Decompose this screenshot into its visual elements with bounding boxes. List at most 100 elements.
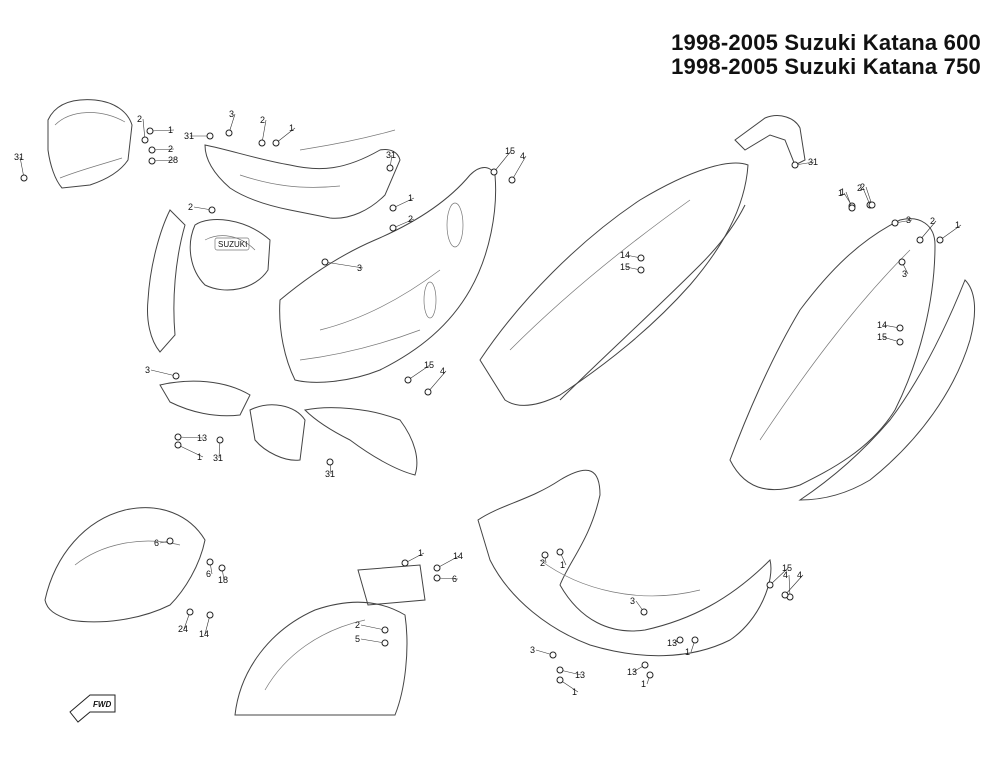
diagram-title-line-1: 1998-2005 Suzuki Katana 600 <box>671 30 981 55</box>
fastener <box>174 441 182 449</box>
callout-number: 13 <box>575 670 585 680</box>
fastener <box>916 236 924 244</box>
callout-number: 31 <box>213 453 223 463</box>
callout-number: 14 <box>199 629 209 639</box>
callout-number: 13 <box>197 433 207 443</box>
fastener <box>258 139 266 147</box>
fwd-label: FWD <box>93 700 111 709</box>
fastener <box>146 127 154 135</box>
fastener <box>424 388 432 396</box>
leader-line <box>784 574 804 596</box>
fastener <box>186 608 194 616</box>
fastener <box>206 132 214 140</box>
leader-line <box>150 369 177 377</box>
fastener <box>326 458 334 466</box>
callout-number: 1 <box>168 125 173 135</box>
callout-number: 15 <box>877 332 887 342</box>
callout-number: 1 <box>572 687 577 697</box>
windscreen <box>47 99 133 189</box>
fastener <box>433 574 441 582</box>
callout-number: 31 <box>184 131 194 141</box>
fwd-arrow: FWD <box>69 694 116 723</box>
leader-line <box>436 577 459 580</box>
callout-number: 15 <box>782 563 792 573</box>
callout-number: 4 <box>797 570 802 580</box>
callout-number: 5 <box>355 634 360 644</box>
side-cowl-left <box>147 209 271 353</box>
fastener <box>206 558 214 566</box>
fastener <box>848 204 856 212</box>
callout-number: 2 <box>188 202 193 212</box>
callout-number: 1 <box>418 548 423 558</box>
fastener <box>225 129 233 137</box>
callout-number: 3 <box>906 215 911 225</box>
leader-line <box>19 156 25 179</box>
callout-number: 3 <box>229 109 234 119</box>
fastener <box>381 639 389 647</box>
fastener <box>936 236 944 244</box>
leader-line <box>360 638 386 644</box>
main-side-fairing <box>279 167 497 383</box>
callout-number: 2 <box>408 214 413 224</box>
leader-line <box>151 148 175 151</box>
callout-number: 1 <box>408 193 413 203</box>
callout-number: 2 <box>860 182 865 192</box>
leader-line <box>559 679 579 693</box>
fastener <box>401 559 409 567</box>
callout-number: 6 <box>206 569 211 579</box>
callout-number: 31 <box>808 157 818 167</box>
leader-line <box>436 555 460 569</box>
lower-cowl-inner <box>159 380 418 476</box>
callout-number: 28 <box>168 155 178 165</box>
fastener <box>898 258 906 266</box>
leader-line <box>407 364 431 381</box>
leader-line <box>275 127 296 144</box>
fastener <box>208 206 216 214</box>
callout-number: 14 <box>877 320 887 330</box>
callout-number: 2 <box>355 620 360 630</box>
callout-number: 1 <box>840 187 845 197</box>
callout-number: 31 <box>14 152 24 162</box>
fastener <box>549 651 557 659</box>
belly-pan <box>477 469 772 657</box>
leader-line <box>919 220 937 241</box>
front-fender-left <box>44 507 206 623</box>
fastener <box>896 324 904 332</box>
callout-number: 3 <box>530 645 535 655</box>
suzuki-decal: SUZUKI <box>214 237 250 251</box>
fastener <box>637 254 645 262</box>
fastener <box>166 537 174 545</box>
leader-line <box>427 370 447 393</box>
tail-side-rail <box>729 218 975 501</box>
leader-line <box>177 436 204 439</box>
fastener <box>766 581 774 589</box>
callout-number: 1 <box>197 452 202 462</box>
fastener <box>404 376 412 384</box>
fastener <box>508 176 516 184</box>
fastener <box>321 258 329 266</box>
callout-number: 2 <box>168 144 173 154</box>
fastener <box>272 139 280 147</box>
callout-number: 4 <box>520 151 525 161</box>
tail-bracket <box>734 115 806 166</box>
fastener <box>172 372 180 380</box>
upper-fairing-inner <box>204 129 401 219</box>
leader-line <box>511 155 527 181</box>
leader-line <box>177 444 204 458</box>
callout-number: 15 <box>620 262 630 272</box>
fastener <box>389 204 397 212</box>
callout-number: 4 <box>783 570 788 580</box>
callout-number: 2 <box>137 114 142 124</box>
fastener <box>556 548 564 556</box>
fastener <box>20 174 28 182</box>
callout-number: 15 <box>505 146 515 156</box>
callout-number: 24 <box>178 624 188 634</box>
callout-number: 1 <box>685 647 690 657</box>
callout-number: 3 <box>902 269 907 279</box>
callout-number: 4 <box>440 366 445 376</box>
fastener <box>218 564 226 572</box>
callout-number: 1 <box>560 560 565 570</box>
callout-number: 13 <box>667 638 677 648</box>
fastener <box>386 164 394 172</box>
callout-number: 15 <box>424 360 434 370</box>
